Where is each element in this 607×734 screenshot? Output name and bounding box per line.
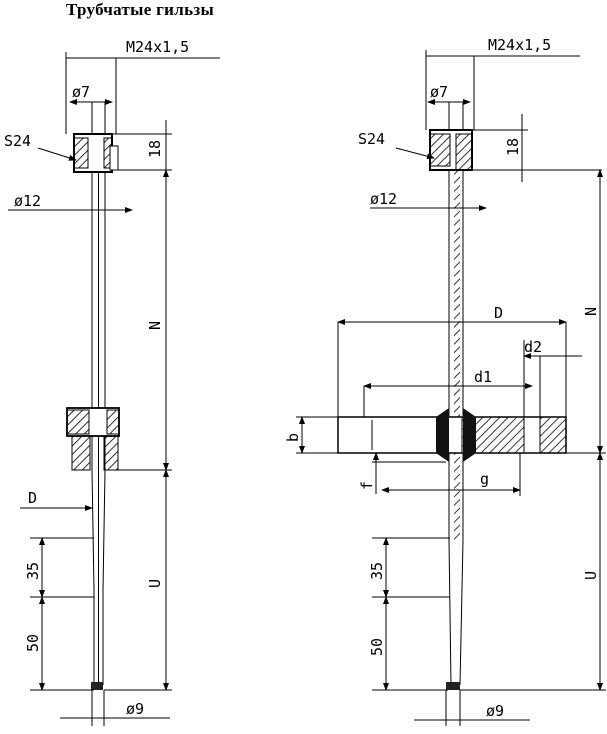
right-d2-label: d2 (524, 338, 542, 356)
left-mid-thread (71, 435, 91, 471)
left-d9-label: ø9 (126, 700, 144, 718)
left-thread-label: M24x1,5 (126, 38, 189, 56)
right-tube (448, 170, 464, 686)
right-h18-label: 18 (504, 138, 522, 156)
left-h50-label: 50 (24, 634, 42, 652)
right-f-label: f (358, 481, 376, 490)
right-h35-label: 35 (368, 562, 386, 580)
right-d1-label: d1 (474, 368, 492, 386)
right-d12-label: ø12 (370, 190, 397, 208)
right-flange (337, 416, 567, 454)
left-u-label: U (146, 579, 164, 588)
left-d-label: D (28, 489, 37, 507)
right-h50-label: 50 (368, 638, 386, 656)
left-tube-tip (91, 682, 103, 690)
right-d7-label: ø7 (430, 83, 448, 101)
right-d9-label: ø9 (486, 702, 504, 720)
left-sleeve-drawing: M24x1,5 ø7 S24 18 ø12 N D U 35 50 ø9 (4, 38, 220, 726)
left-n-label: N (146, 321, 164, 330)
left-s24-label: S24 (4, 132, 31, 150)
right-g-label: g (480, 470, 489, 488)
left-d7-label: ø7 (72, 83, 90, 101)
right-d-label: D (494, 304, 503, 322)
right-s24-label: S24 (358, 130, 385, 148)
right-b-label: b (284, 433, 302, 442)
left-d12-label: ø12 (14, 192, 41, 210)
page-title: Трубчатые гильзы (66, 0, 215, 19)
right-thread-label: M24x1,5 (488, 36, 551, 54)
right-tube-tip (446, 682, 460, 690)
left-h18-label: 18 (146, 140, 164, 158)
left-fitting-hatch-l (73, 137, 89, 169)
left-h35-label: 35 (24, 562, 42, 580)
left-tube (91, 172, 106, 685)
right-n-label: N (582, 307, 600, 316)
right-sleeve-drawing: M24x1,5 ø7 S24 18 ø12 N D d2 d1 b f g U … (284, 36, 606, 726)
right-u-label: U (582, 571, 600, 580)
